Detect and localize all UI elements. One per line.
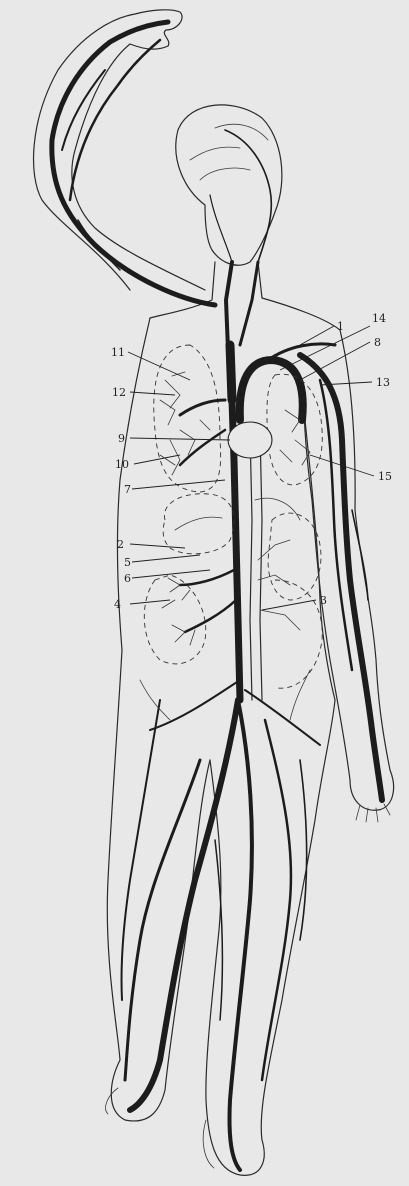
- leader-4: [130, 600, 170, 604]
- label-5: 5: [124, 556, 131, 569]
- label-3: 3: [320, 594, 327, 607]
- label-11: 11: [111, 346, 125, 359]
- label-15: 15: [378, 470, 392, 483]
- label-13: 13: [376, 376, 390, 389]
- label-6: 6: [124, 572, 131, 585]
- label-4: 4: [114, 598, 121, 611]
- label-10: 10: [115, 458, 129, 471]
- label-2: 2: [117, 538, 124, 551]
- leader-3: [262, 600, 316, 610]
- leader-12: [130, 392, 175, 395]
- heart-shape: [228, 422, 272, 458]
- major-veins: [52, 22, 382, 1170]
- leader-6: [132, 570, 210, 578]
- label-8: 8: [374, 336, 381, 349]
- label-14: 14: [372, 312, 386, 325]
- leader-5: [132, 555, 200, 562]
- leader-10: [134, 455, 180, 464]
- leader-1: [300, 326, 334, 345]
- label-12: 12: [112, 386, 126, 399]
- label-7: 7: [124, 483, 131, 496]
- label-9: 9: [118, 432, 125, 445]
- label-1: 1: [337, 320, 344, 333]
- leader-2: [130, 544, 185, 548]
